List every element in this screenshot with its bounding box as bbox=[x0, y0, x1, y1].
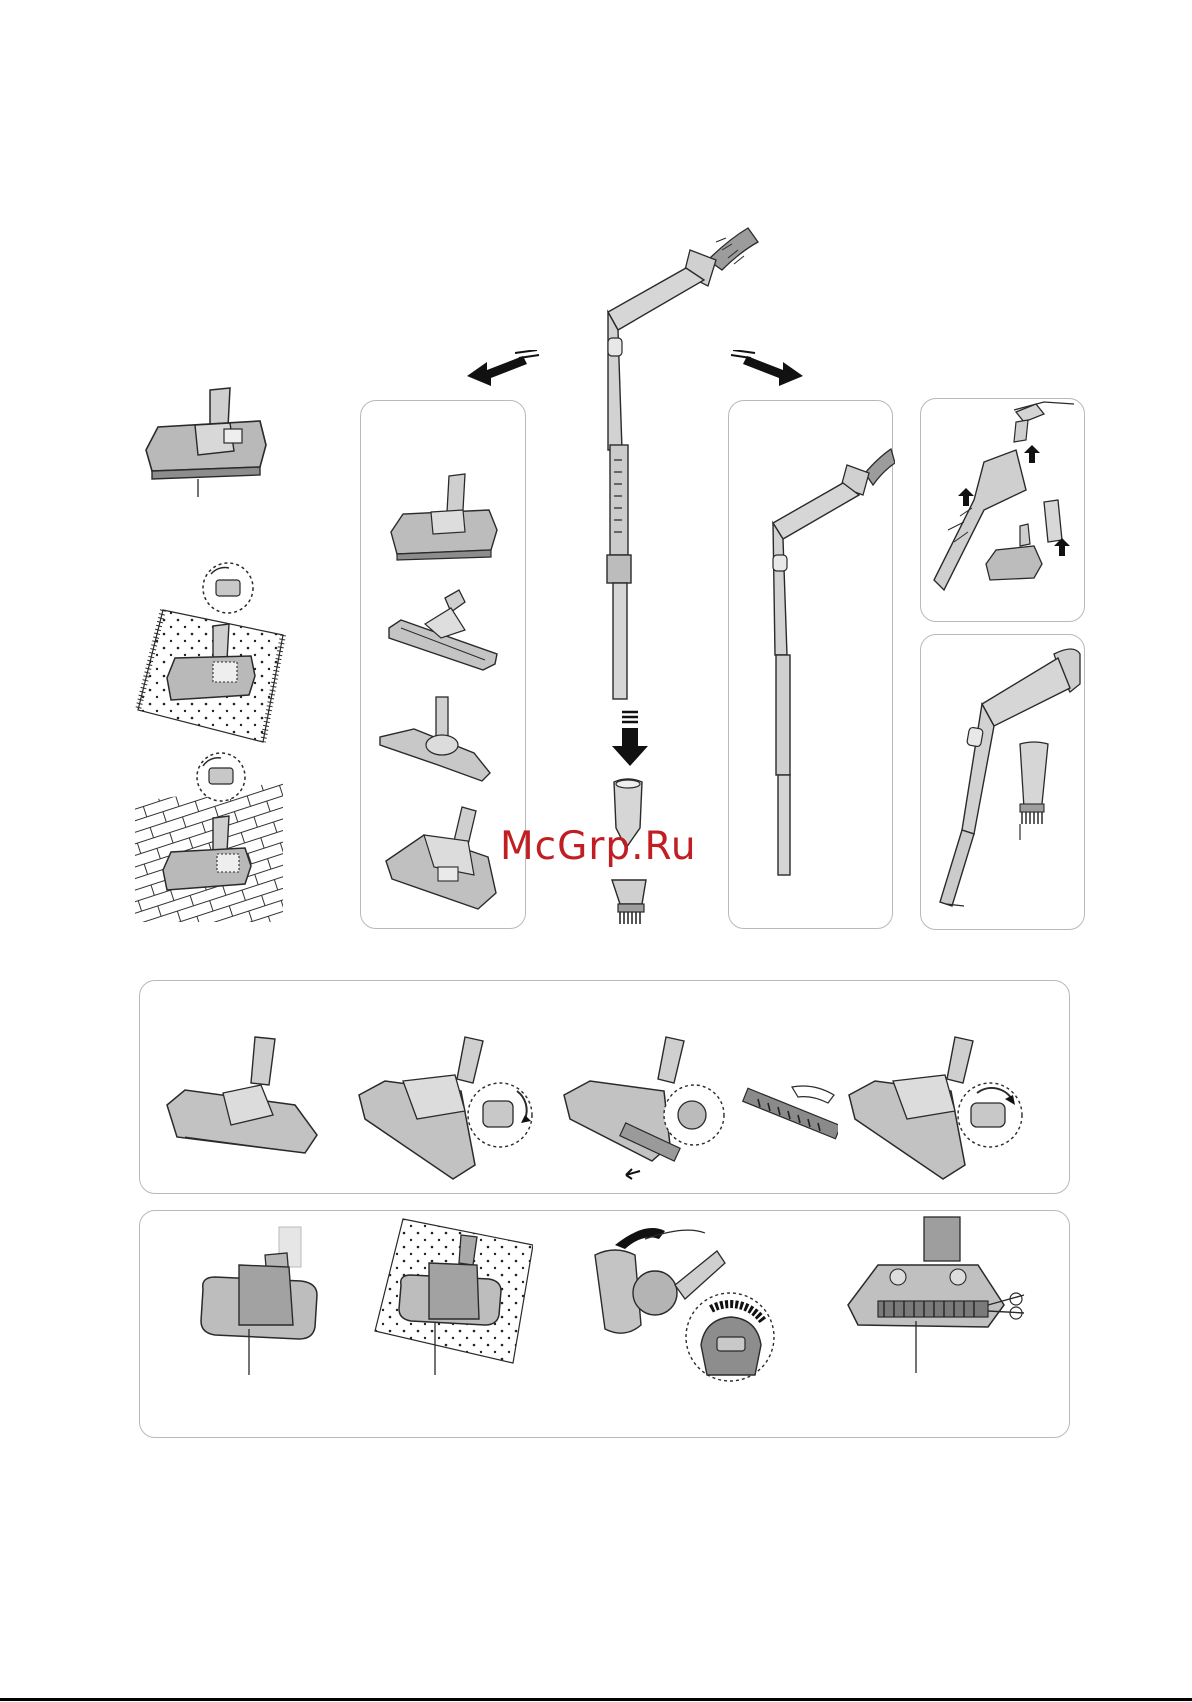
turbo-brush-nozzle bbox=[384, 805, 506, 917]
parquet-nozzle bbox=[378, 695, 500, 787]
turbo-nozzle-brush-cleaning bbox=[738, 1085, 838, 1155]
mini-turbo-on-carpet bbox=[373, 1215, 533, 1375]
mini-turbo-brush-cleaning bbox=[838, 1215, 1038, 1375]
pipe-with-accessory-tool bbox=[924, 644, 1082, 924]
arrow-down-icon bbox=[610, 710, 650, 770]
turbo-nozzle-cover-close bbox=[845, 1035, 1025, 1185]
arrow-left-icon bbox=[465, 350, 540, 390]
floor-nozzle-carpet-mode-illustration bbox=[133, 560, 293, 750]
dusting-brush bbox=[606, 876, 656, 928]
watermark: McGrp.Ru bbox=[500, 824, 697, 869]
mini-turbo-cover-release bbox=[585, 1225, 780, 1385]
accessory-mounting bbox=[924, 400, 1082, 600]
mini-turbo-brush bbox=[195, 1225, 325, 1375]
turbo-nozzle-cover-open bbox=[355, 1035, 535, 1185]
page-bottom-rule bbox=[0, 1698, 1192, 1701]
hose-pipe-assembly bbox=[765, 445, 895, 885]
floor-nozzle-2 bbox=[385, 588, 505, 678]
turbo-nozzle bbox=[165, 1035, 320, 1170]
turbo-nozzle-brush-removal bbox=[560, 1035, 730, 1185]
floor-nozzle-1 bbox=[385, 470, 505, 570]
floor-nozzle-illustration bbox=[140, 385, 280, 500]
floor-nozzle-hard-floor-mode-illustration bbox=[133, 752, 283, 922]
